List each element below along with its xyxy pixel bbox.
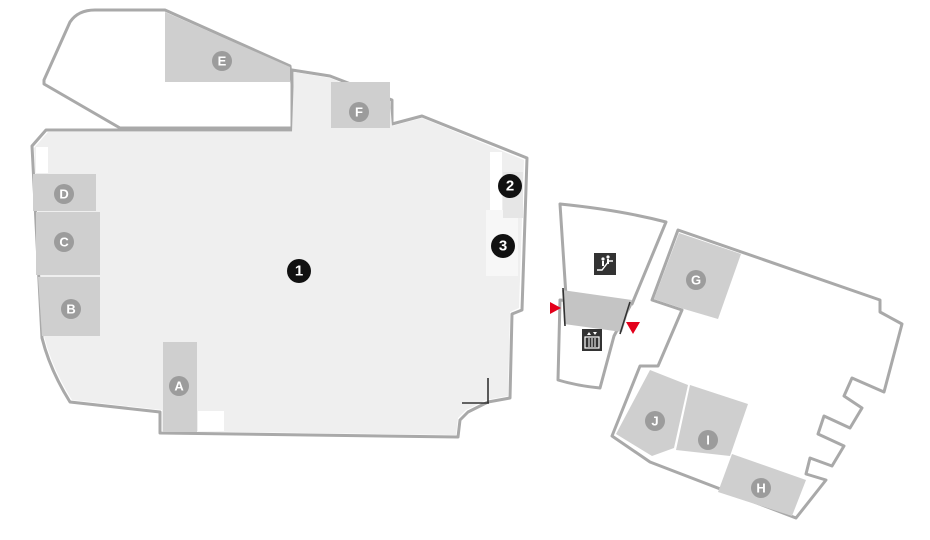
area-label-text: 3 [499,238,507,255]
store-label-text: F [355,105,363,120]
bridge-band [562,290,632,332]
store-label-text: E [218,54,227,69]
store-label-text: J [651,414,658,429]
area-label-text: 2 [506,178,514,195]
elevator-icon [582,329,602,351]
store-label-text: D [59,187,68,202]
notch [198,411,224,431]
middle-tower [550,202,668,390]
area-label-text: 1 [295,263,303,280]
store-label-G[interactable]: G [686,270,706,290]
left-building [30,8,529,439]
store-label-A[interactable]: A [169,376,189,396]
area-label-1[interactable]: 1 [287,259,311,283]
area-label-2[interactable]: 2 [498,174,522,198]
store-E [165,12,290,82]
store-label-H[interactable]: H [751,478,771,498]
store-label-D[interactable]: D [54,184,74,204]
entrance-arrow-icon [550,302,561,314]
store-label-B[interactable]: B [61,299,81,319]
store-label-E[interactable]: E [212,51,232,71]
door-line [562,287,566,327]
store-label-text: A [174,379,184,394]
notch [36,147,48,173]
store-label-I[interactable]: I [698,430,718,450]
store-label-C[interactable]: C [54,232,74,252]
store-label-text: H [756,481,765,496]
store-label-F[interactable]: F [349,102,369,122]
store-label-text: C [59,235,69,250]
main-hall [34,72,524,435]
store-I [676,385,748,456]
store-label-text: I [706,433,710,448]
store-label-text: B [66,302,75,317]
store-label-J[interactable]: J [645,411,665,431]
right-building [610,228,904,520]
notch [490,152,502,210]
store-label-text: G [691,273,701,288]
escalator-icon [594,253,616,275]
door-line [619,301,631,335]
area-label-3[interactable]: 3 [491,234,515,258]
entrance-arrow-icon [626,322,640,334]
